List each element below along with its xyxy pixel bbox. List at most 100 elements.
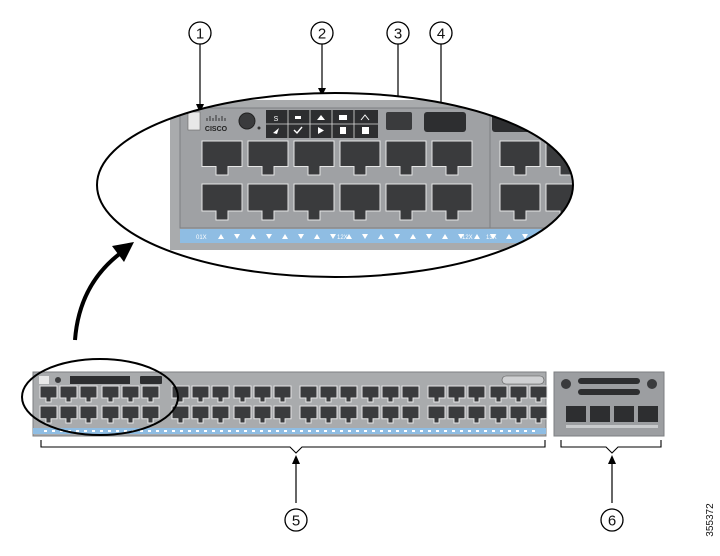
rj45-port-g3-top-4[interactable] xyxy=(361,385,380,403)
rj45-port-mag-bottom-7[interactable] xyxy=(499,183,541,221)
check-icon xyxy=(293,126,303,135)
mode-button-icon[interactable] xyxy=(238,112,256,130)
rj45-port-g2-bottom-4[interactable] xyxy=(233,405,252,424)
rj45-port-g4-bottom-5[interactable] xyxy=(509,405,528,424)
rj45-port-g2-bottom-5[interactable] xyxy=(253,405,272,424)
rj45-port-mag-top-1[interactable] xyxy=(201,140,243,176)
rj45-port-g1-top-4[interactable] xyxy=(101,385,120,403)
rj45-port-g2-bottom-6[interactable] xyxy=(273,405,292,424)
rj45-port-g1-top-6[interactable] xyxy=(141,385,160,403)
strip-marker xyxy=(100,430,103,432)
rj45-port-g1-bottom-6[interactable] xyxy=(141,405,160,424)
uplink-port-4[interactable] xyxy=(638,406,658,422)
strip-marker xyxy=(492,430,495,432)
rj45-port-g4-top-2[interactable] xyxy=(447,385,466,403)
rj45-port-g3-bottom-2[interactable] xyxy=(319,405,338,424)
rj45-port-mag-top-2[interactable] xyxy=(247,140,289,176)
home-icon xyxy=(317,115,325,120)
rj45-port-g4-bottom-4[interactable] xyxy=(489,405,508,424)
rj45-port-g3-top-2[interactable] xyxy=(319,385,338,403)
square-icon xyxy=(362,127,369,134)
rj45-port-g1-bottom-5[interactable] xyxy=(121,405,140,424)
rj45-port-g4-bottom-6[interactable] xyxy=(529,405,548,424)
rj45-port-g3-top-1[interactable] xyxy=(299,385,318,403)
strip-marker xyxy=(300,430,303,432)
svg-text:4: 4 xyxy=(437,26,445,43)
rj45-port-g2-top-6[interactable] xyxy=(273,385,292,403)
rj45-port-mag-bottom-6[interactable] xyxy=(431,183,473,221)
rj45-port-g3-bottom-6[interactable] xyxy=(401,405,420,424)
strip-marker xyxy=(340,430,343,432)
rj45-port-g3-top-3[interactable] xyxy=(339,385,358,403)
strip-marker xyxy=(324,430,327,432)
rj45-port-g4-bottom-2[interactable] xyxy=(447,405,466,424)
rj45-port-g4-bottom-1[interactable] xyxy=(427,405,446,424)
rj45-port-mag-bottom-3[interactable] xyxy=(293,183,335,221)
strip-marker xyxy=(188,430,191,432)
rj45-port-g2-top-2[interactable] xyxy=(191,385,210,403)
strip-marker xyxy=(378,234,384,239)
rj45-port-g3-top-6[interactable] xyxy=(401,385,420,403)
rj45-port-g3-bottom-5[interactable] xyxy=(381,405,400,424)
strip-marker xyxy=(452,430,455,432)
rj45-port-g2-top-4[interactable] xyxy=(233,385,252,403)
rj45-port-g3-bottom-1[interactable] xyxy=(299,405,318,424)
strip-marker xyxy=(380,430,383,432)
rj45-port-mag-top-5[interactable] xyxy=(385,140,427,176)
console-port[interactable] xyxy=(424,112,466,132)
strip-marker xyxy=(490,234,496,239)
rj45-port-g1-bottom-4[interactable] xyxy=(101,405,120,424)
rj45-port-g1-bottom-3[interactable] xyxy=(79,405,98,424)
network-module xyxy=(553,371,665,437)
rj45-port-g2-bottom-1[interactable] xyxy=(171,405,190,424)
rj45-port-g4-top-3[interactable] xyxy=(467,385,486,403)
strip-marker xyxy=(484,430,487,432)
strip-marker xyxy=(244,430,247,432)
rj45-port-g4-bottom-3[interactable] xyxy=(467,405,486,424)
uplink-port-3[interactable] xyxy=(614,406,634,422)
rj45-port-mag-top-6[interactable] xyxy=(431,140,473,176)
rj45-port-g2-bottom-2[interactable] xyxy=(191,405,210,424)
play-icon xyxy=(318,127,324,134)
strip-marker xyxy=(148,430,151,432)
rj45-port-g3-bottom-3[interactable] xyxy=(339,405,358,424)
rj45-port-g4-top-6[interactable] xyxy=(529,385,548,403)
strip-marker xyxy=(252,430,255,432)
rj45-port-mag-top-7[interactable] xyxy=(499,140,541,176)
rj45-port-mag-bottom-1[interactable] xyxy=(201,183,243,221)
rj45-port-g3-top-5[interactable] xyxy=(381,385,400,403)
rj45-port-g1-bottom-2[interactable] xyxy=(59,405,78,424)
rj45-port-g2-bottom-3[interactable] xyxy=(211,405,230,424)
rj45-port-g1-top-2[interactable] xyxy=(59,385,78,403)
strip-marker xyxy=(68,430,71,432)
strip-marker xyxy=(298,234,304,239)
rj45-port-g1-top-3[interactable] xyxy=(79,385,98,403)
uplink-port-1[interactable] xyxy=(566,406,586,422)
rj45-port-g2-top-3[interactable] xyxy=(211,385,230,403)
usb-port[interactable] xyxy=(386,112,412,130)
rj45-port-g4-top-4[interactable] xyxy=(489,385,508,403)
rj45-port-g4-top-5[interactable] xyxy=(509,385,528,403)
rj45-port-g1-bottom-1[interactable] xyxy=(39,405,58,424)
rj45-port-mag-top-3[interactable] xyxy=(293,140,335,176)
strip-marker xyxy=(516,430,519,432)
strip-marker xyxy=(396,430,399,432)
rj45-port-g2-top-5[interactable] xyxy=(253,385,272,403)
strip-marker xyxy=(412,430,415,432)
rj45-port-g4-top-1[interactable] xyxy=(427,385,446,403)
rj45-port-mag-bottom-5[interactable] xyxy=(385,183,427,221)
cisco-logo: CISCO xyxy=(187,111,228,133)
rj45-port-mag-bottom-4[interactable] xyxy=(339,183,381,221)
strip-marker xyxy=(476,430,479,432)
uplink-port-2[interactable] xyxy=(590,406,610,422)
strip-marker xyxy=(330,234,336,239)
magnified-view: CISCO S xyxy=(96,92,574,278)
rj45-port-g1-top-1[interactable] xyxy=(39,385,58,403)
rj45-port-mag-bottom-2[interactable] xyxy=(247,183,289,221)
strip-marker xyxy=(164,430,167,432)
rj45-port-mag-top-4[interactable] xyxy=(339,140,381,176)
rj45-port-g3-bottom-4[interactable] xyxy=(361,405,380,424)
rj45-port-g1-top-5[interactable] xyxy=(121,385,140,403)
svg-text:2: 2 xyxy=(318,26,326,43)
